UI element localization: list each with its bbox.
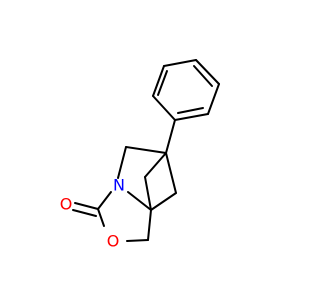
ring-oxygen-label: O xyxy=(107,232,120,251)
bond-ph5-ph6 xyxy=(207,83,220,115)
bond-ph2-ph3-inner xyxy=(157,70,168,96)
bond-c7-ch2c xyxy=(144,152,167,178)
bond-ch2-c1 xyxy=(147,209,152,241)
nitrogen-atom-label: N xyxy=(113,176,125,195)
bond-ph3-ph4 xyxy=(163,59,197,67)
bond-c7-ch2a xyxy=(125,146,167,154)
bond-ph6-ph1-inner xyxy=(177,107,204,114)
bond-carbonyl-ring-o xyxy=(97,208,105,227)
carbonyl-oxygen-label: O xyxy=(60,195,73,214)
bond-n-carbonyl xyxy=(97,191,112,210)
bond-ph2-ph3 xyxy=(152,65,165,97)
bond-c7-ch2b xyxy=(165,152,177,194)
bond-ph1-c7 xyxy=(165,119,176,154)
bond-ring-o-ch2 xyxy=(126,239,149,242)
bond-carbonyl-o-double1 xyxy=(74,202,99,210)
bond-ch2b-c1 xyxy=(150,192,177,211)
molecule-drawing: N O O xyxy=(60,59,220,251)
bond-ph4-ph5 xyxy=(195,59,220,85)
bond-ch2a-n xyxy=(117,146,127,179)
bond-ph4-ph5-inner xyxy=(193,65,213,87)
bond-ph1-ph2 xyxy=(152,95,176,121)
bond-ch2c-c1 xyxy=(144,176,152,211)
bond-carbonyl-o-double2 xyxy=(72,209,97,217)
structure-canvas: N O O xyxy=(59,59,220,251)
bond-n-c1 xyxy=(127,191,152,211)
bond-ph6-ph1 xyxy=(174,113,209,121)
